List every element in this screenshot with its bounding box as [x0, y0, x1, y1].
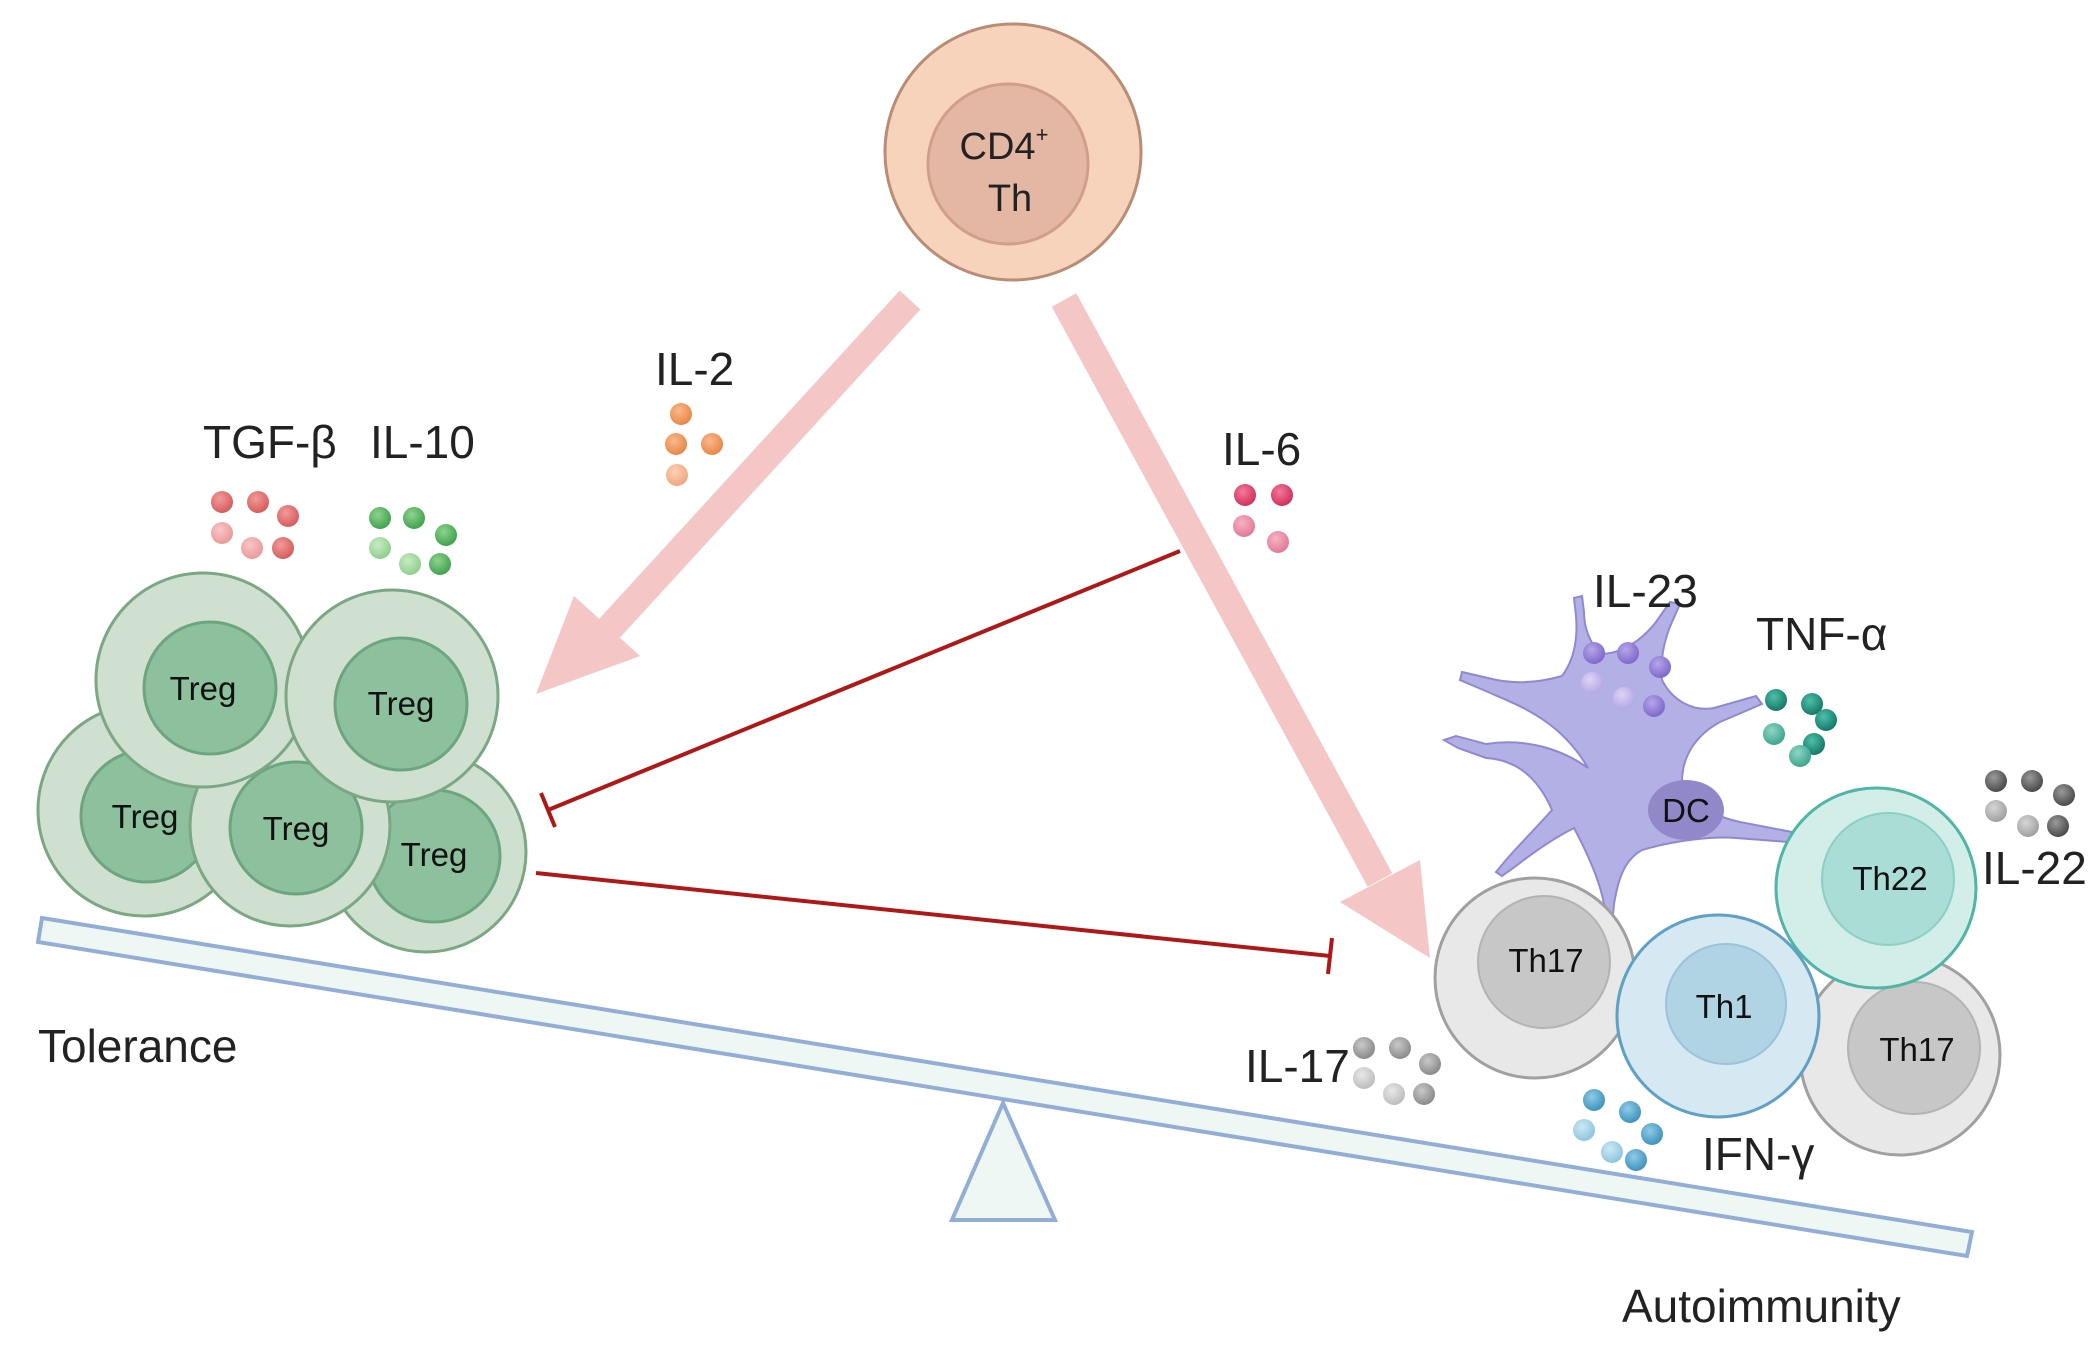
treg-label: Treg: [368, 685, 435, 722]
arrow-to-effector: [1051, 293, 1430, 958]
th17-label: Th17: [1879, 1031, 1954, 1068]
treg-cell: Treg: [284, 588, 500, 804]
il2-molecules: [665, 403, 723, 486]
ifng-molecules: [1573, 1089, 1663, 1171]
tgfb-label: TGF-β: [203, 416, 337, 468]
treg-label: Treg: [112, 798, 179, 835]
th-label: Th: [988, 178, 1032, 220]
treg-cluster: Treg Treg Treg Treg Treg: [36, 571, 528, 954]
treg-label: Treg: [263, 810, 330, 847]
il6-molecules: [1233, 484, 1293, 553]
th17-cell: Th17: [1798, 953, 2002, 1157]
il22-molecules: [1985, 770, 2075, 837]
arrow-to-treg: [536, 290, 921, 694]
il2-label: IL-2: [655, 343, 734, 395]
treg-label: Treg: [401, 836, 468, 873]
differentiation-arrows: [536, 290, 1430, 958]
th22-label: Th22: [1852, 860, 1927, 897]
seesaw-fulcrum: [948, 1098, 1059, 1222]
seesaw-beam: [35, 915, 1975, 1259]
dc-label: DC: [1662, 792, 1710, 829]
tnfa-molecules: [1763, 689, 1837, 767]
treg-cell: Treg: [94, 571, 312, 789]
cd4-label: CD4+: [960, 122, 1049, 168]
tgfb-molecules: [211, 491, 299, 559]
tolerance-label: Tolerance: [38, 1020, 237, 1072]
treg-inhibits-effector: [535, 871, 1334, 975]
il17-label: IL-17: [1245, 1040, 1350, 1092]
th1-cell: Th1: [1615, 913, 1821, 1119]
ifng-label: IFN-γ: [1702, 1128, 1814, 1180]
treg-label: Treg: [170, 670, 237, 707]
th1-label: Th1: [1696, 988, 1753, 1025]
il10-label: IL-10: [370, 416, 475, 468]
il23-label: IL-23: [1593, 565, 1698, 617]
cd4-th-cell: CD4+ Th: [883, 22, 1143, 282]
il23-molecules: [1581, 642, 1671, 717]
il22-label: IL-22: [1982, 842, 2087, 894]
inhibition-lines: [535, 549, 1334, 975]
autoimmunity-label: Autoimmunity: [1622, 1280, 1901, 1332]
th17-cell: Th17: [1433, 876, 1637, 1080]
effector-cluster: DC Th17 Th17 Th22 Th1: [1433, 594, 2002, 1157]
th17-label: Th17: [1508, 942, 1583, 979]
tnfa-label: TNF-α: [1756, 608, 1887, 660]
il10-molecules: [369, 507, 457, 575]
il17-molecules: [1353, 1037, 1441, 1105]
il6-inhibits-treg: [539, 549, 1181, 828]
th22-cell: Th22: [1774, 786, 1978, 990]
dendritic-cell: DC: [1441, 594, 1794, 927]
seesaw: [35, 915, 1975, 1259]
il6-label: IL-6: [1222, 423, 1301, 475]
